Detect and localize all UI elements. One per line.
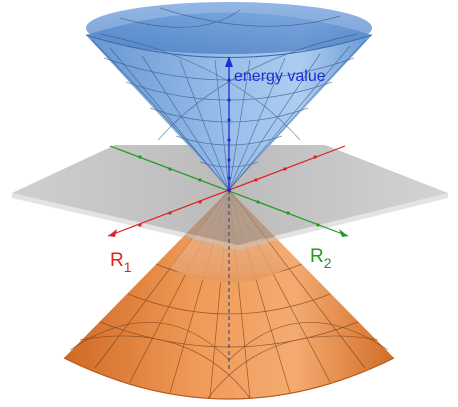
- r2-axis-arrowhead: [339, 229, 348, 237]
- plane-surface: [12, 145, 448, 245]
- r1-axis-ticks: [138, 155, 317, 227]
- origin-point: [227, 188, 231, 192]
- lower-cone-rim: [63, 357, 395, 400]
- upper-cone-mesh: [91, 7, 367, 191]
- energy-axis-arrowhead: [225, 56, 233, 67]
- r1-axis-line: [107, 145, 346, 237]
- r2-axis-label: R2: [310, 246, 332, 271]
- r1-r2-plane: [12, 145, 448, 250]
- energy-axis-label: energy value: [234, 68, 326, 85]
- r1-axis: [107, 145, 346, 237]
- energy-axis: [225, 56, 233, 372]
- r2-axis-ticks: [138, 155, 320, 227]
- energy-axis-ticks: [227, 78, 231, 180]
- r1-axis-arrowhead: [108, 229, 117, 237]
- upper-cone-top-opening: [86, 2, 372, 54]
- r1-axis-label: R1: [110, 250, 132, 275]
